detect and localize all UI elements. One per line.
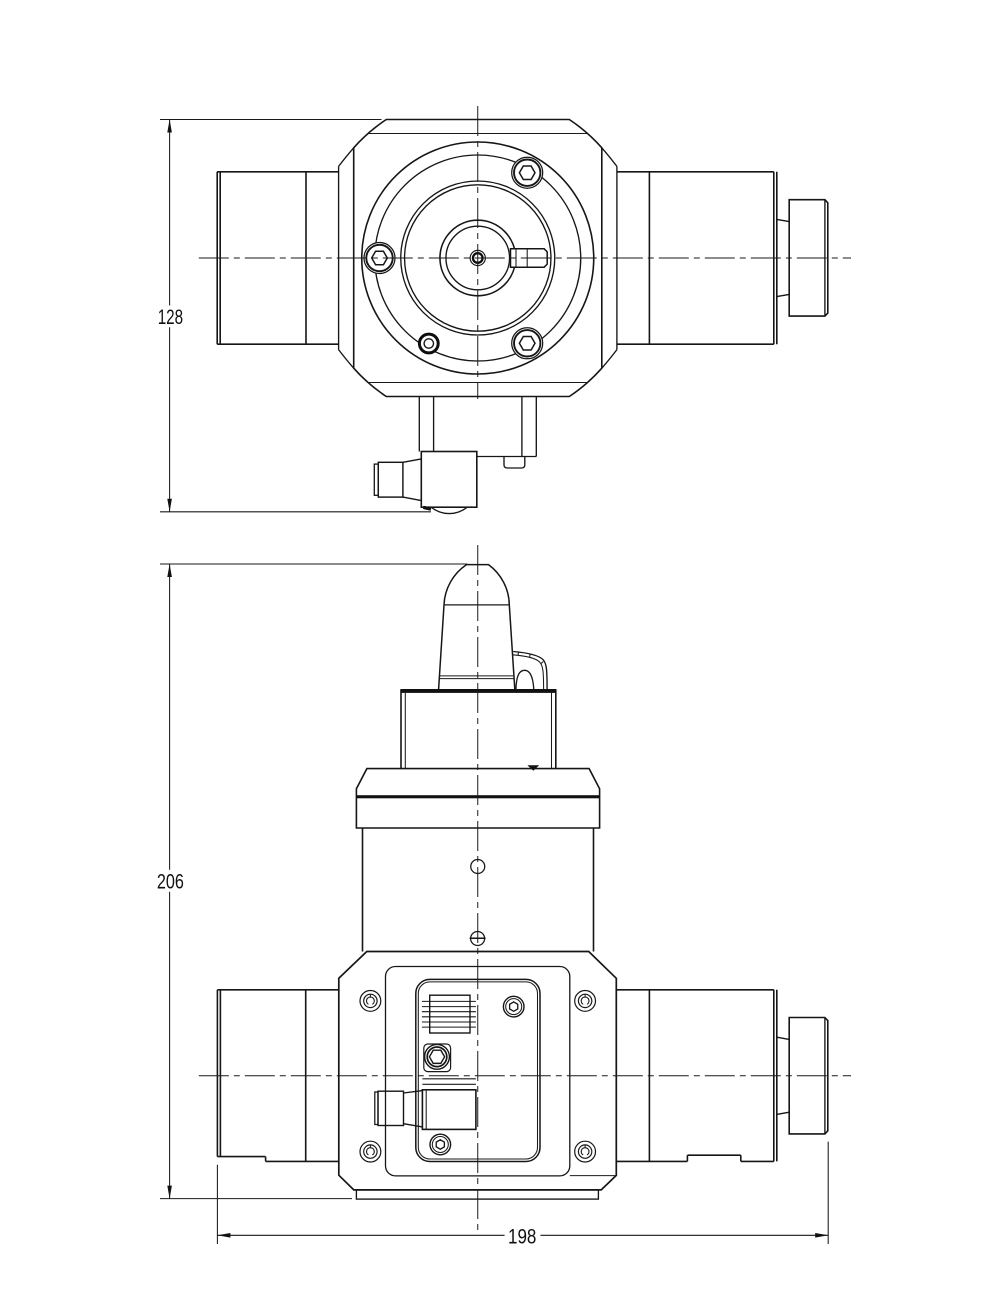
arrowhead-down [167,498,172,512]
dimensions: 128 206 198 [157,118,829,1248]
screw-inner [431,1135,449,1154]
screw-outer [502,995,525,1018]
top-view [198,106,851,515]
bracket-lines [422,1078,476,1085]
bolt-outer [511,327,544,360]
solenoid-block [420,450,478,509]
corner-screw-bottom-right [574,1140,597,1163]
flange-weld-mark [527,765,540,771]
screw-hex-socket [435,1139,446,1150]
corner-screw-bottom-left [359,1140,382,1163]
plate-screw-top-right [502,995,525,1018]
fitting-neck [402,458,422,502]
arrowhead-up [167,564,172,577]
solenoid-coil-arc [430,506,468,515]
plate-screw-bottom [429,1133,452,1156]
extension-lines [160,563,468,1200]
flange-hole-ring [417,332,440,355]
flange-hole-bore [423,338,435,349]
front-left-port [216,989,339,1163]
solenoid-clip [423,505,432,511]
stem-legs [418,396,537,458]
actuator-dome [437,563,516,690]
bolt-inner [513,329,542,358]
screw-spring-ring [580,994,590,1005]
screw-hex-socket [508,1001,519,1013]
stem-tab [503,456,526,469]
arrowhead-right [815,1233,829,1238]
top-right-port-neck [776,218,790,298]
solenoid-cable-fitting-front [374,1089,423,1128]
collar-inner-edges [404,692,553,769]
lever-inner-edge [512,654,545,690]
bolt-inner [513,158,542,187]
flange-bolt-bottom-right [511,327,544,360]
extension-lines [216,1141,829,1244]
bolt-hex-socket [518,335,536,351]
vent-slats [421,1000,476,1028]
front-view [198,545,851,1232]
dimension-198: 198 [216,1141,829,1248]
bolt-hex-socket [518,165,536,181]
corner-screw-top-right [574,989,597,1012]
extension-lines [160,118,431,513]
dome-lower-joint-lines [439,675,514,680]
hex-bolt [423,1043,452,1073]
port-boss-fillets [337,147,618,369]
screw-outer [429,1133,452,1156]
arrowhead-down [167,1185,172,1199]
fitting-neck [403,1089,423,1128]
corner-screw-top-left [359,989,382,1012]
lever-outer-edge [513,650,548,690]
collar-top-band [400,689,557,693]
access-plate [415,978,541,1163]
front-right-port-neck [776,1036,790,1116]
screw-spring-ring [580,1144,590,1156]
vent-frame [429,994,471,1034]
arrowhead-left [217,1233,231,1238]
arrowhead-up [167,119,172,133]
screw-outer [359,1140,382,1163]
solenoid-block-front [421,1089,477,1131]
fitting-body [377,1090,405,1127]
screw-spring-ring [366,994,375,1005]
dimension-128: 128 [158,118,431,513]
lever [512,650,548,690]
collar [400,689,557,769]
screw-inner [505,998,523,1016]
dimension-198-value: 198 [508,1225,536,1248]
lever-joint-ticks [517,651,544,665]
flange-hole [417,332,440,355]
collar-sides [400,689,557,769]
hex-bolt-hex [428,1049,446,1065]
bolt-outer [511,156,544,189]
screw-outer [574,989,597,1012]
fitting-body [377,461,404,498]
screw-spring-ring [366,1144,375,1156]
flange-bolt-top-right [511,156,544,189]
screw-outer [574,1140,597,1163]
dimension-128-value: 128 [158,306,183,329]
hex-bolt-outer [423,1043,451,1070]
body-cylinder-sides [361,828,595,952]
screw-outer [359,989,382,1012]
solenoid-cable-fitting [373,458,422,502]
dimension-206: 206 [157,563,468,1200]
dimension-206-value: 206 [157,870,184,893]
hex-bolt-inner [426,1046,448,1068]
lever-hump [515,669,535,690]
